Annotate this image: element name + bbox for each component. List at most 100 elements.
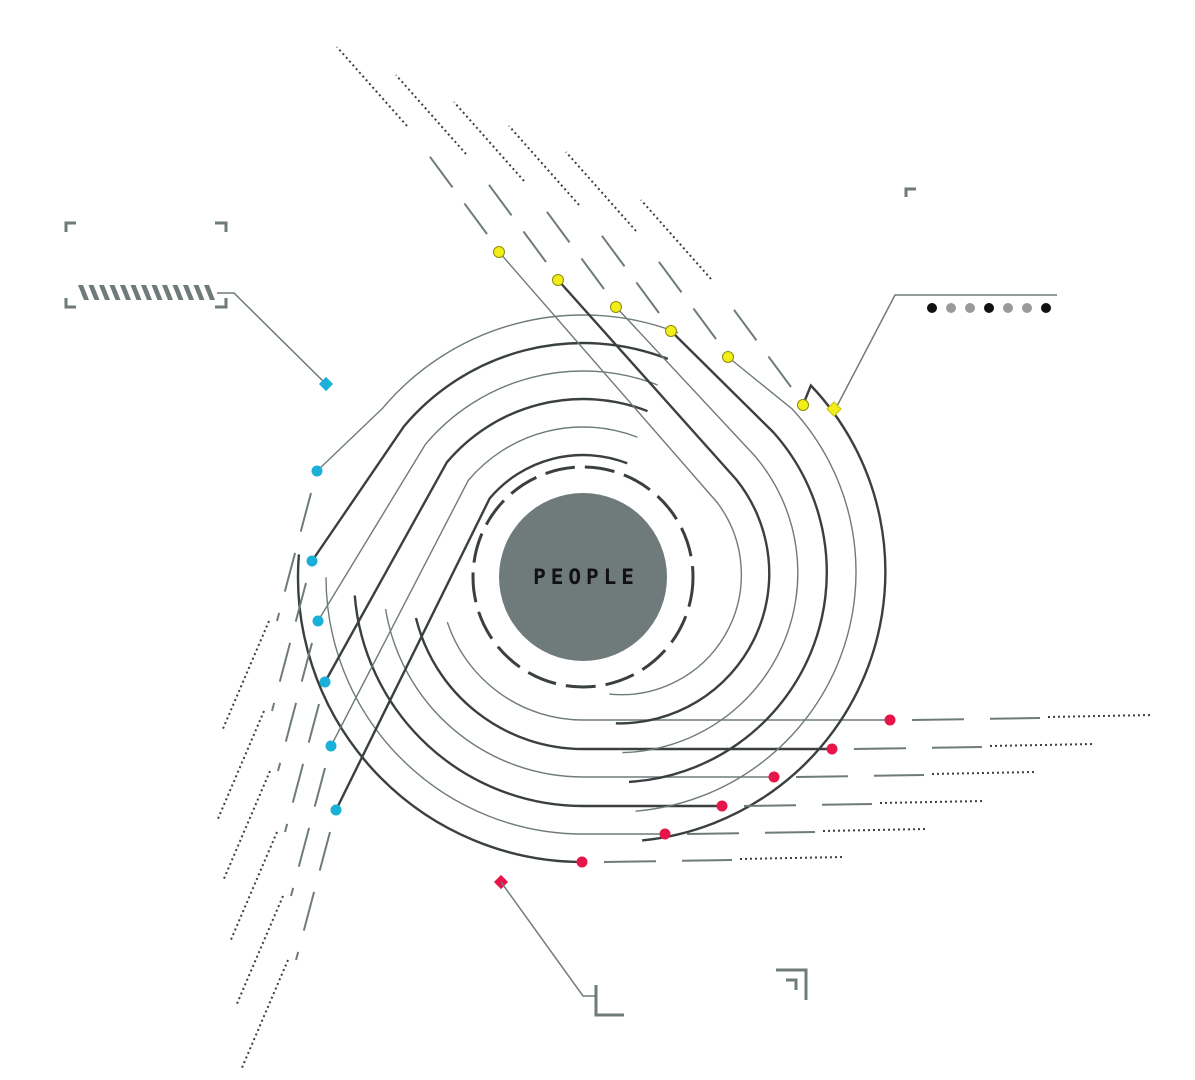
red-track-arc — [296, 554, 584, 864]
striped-bar — [78, 285, 215, 300]
red-node — [768, 771, 780, 783]
red-track-arc — [414, 617, 832, 751]
yellow-track-dash — [535, 196, 605, 290]
stripe — [162, 285, 173, 300]
yellow-track-arc — [615, 306, 799, 754]
yellow-track-dots — [565, 151, 637, 232]
red-marker-widget — [493, 874, 808, 1017]
cyan-track-dots — [240, 959, 289, 1071]
cyan-track-dash — [277, 642, 313, 772]
cyan-node — [330, 804, 342, 816]
red-track-dots — [1047, 714, 1153, 718]
red-leader-line — [500, 881, 596, 997]
cyan-track-dash — [284, 703, 320, 833]
cyan-track-arc — [311, 341, 669, 562]
yellow-track-arc — [557, 279, 771, 725]
status-dot — [965, 303, 975, 313]
red-track-dots — [822, 828, 928, 832]
corner-bracket-tl — [64, 221, 76, 232]
red-track-arc — [446, 621, 890, 721]
red-track-arc — [353, 595, 722, 808]
people-hub — [499, 493, 667, 661]
yellow-track-dots — [453, 101, 525, 182]
corner-bracket-tr — [215, 221, 228, 232]
status-dot — [1003, 303, 1013, 313]
status-dot — [927, 303, 937, 313]
yellow-node — [722, 351, 734, 363]
hub-label: PEOPLE — [533, 565, 639, 589]
cyan-track-arc — [323, 397, 648, 683]
striped-bar-widget — [64, 221, 334, 392]
cyan-track-dots — [221, 620, 270, 732]
corner-bracket-bottom — [594, 985, 624, 1017]
cyan-track-dash — [290, 767, 326, 897]
cyan-diamond-marker — [318, 376, 334, 392]
red-node — [826, 743, 838, 755]
red-track-dots — [879, 800, 985, 804]
yellow-track-dash — [418, 141, 488, 235]
swirl-arcs — [296, 251, 890, 864]
dot-row-widget — [826, 187, 1057, 417]
cyan-track-dash — [295, 831, 331, 961]
stripe — [204, 285, 215, 300]
yellow-node — [797, 399, 809, 411]
corner-bracket-top-right — [904, 187, 916, 197]
corner-bracket-bottom-right-inner — [786, 978, 798, 990]
stripe — [78, 285, 89, 300]
cyan-node — [311, 465, 323, 477]
yellow-node — [493, 246, 505, 258]
yellow-track-dots — [336, 46, 408, 127]
red-track-dash — [743, 803, 873, 807]
yellow-track-arc — [498, 251, 743, 696]
status-dot — [946, 303, 956, 313]
red-track-dash — [686, 831, 816, 835]
stripe — [88, 285, 100, 300]
corner-bracket-br — [215, 298, 228, 309]
red-node — [884, 714, 896, 726]
cyan-node — [312, 615, 324, 627]
yellow-track-arc — [635, 356, 857, 812]
red-track-arc — [384, 608, 774, 778]
status-dot — [1041, 303, 1051, 313]
dot-row — [927, 303, 1051, 313]
stripe — [120, 285, 131, 300]
yellow-track-dots — [640, 199, 712, 280]
cyan-track-dash — [271, 582, 307, 712]
cyan-node — [306, 555, 318, 567]
cyan-track-arc — [317, 370, 658, 622]
cyan-leader-line — [217, 292, 328, 386]
yellow-track-dash — [590, 220, 660, 314]
cyan-node — [319, 676, 331, 688]
yellow-track-dash — [477, 169, 547, 263]
yellow-track-arc — [628, 330, 828, 784]
stripe — [193, 285, 205, 300]
yellow-track-dash — [647, 246, 717, 340]
stripe — [172, 285, 184, 300]
hub-dashed-ring — [471, 465, 695, 689]
cyan-track-dash — [276, 492, 312, 622]
stripe — [99, 285, 110, 300]
yellow-node — [610, 301, 622, 313]
corner-bracket-bottom-right — [776, 968, 808, 1000]
stripe — [109, 285, 121, 300]
red-node — [576, 856, 588, 868]
branch-nodes — [306, 246, 896, 868]
cyan-track-arc — [330, 426, 638, 747]
track-lines — [216, 46, 1153, 1071]
red-track-arc — [325, 577, 665, 835]
cyan-track-arc — [316, 314, 679, 472]
red-track-dash — [911, 717, 1041, 721]
stripe — [151, 285, 163, 300]
red-node — [659, 828, 671, 840]
red-track-dash — [853, 746, 983, 750]
yellow-track-dash — [722, 294, 792, 388]
red-track-dots — [931, 771, 1037, 775]
yellow-node — [552, 274, 564, 286]
red-node — [716, 800, 728, 812]
stripe — [183, 285, 194, 300]
cyan-track-arc — [334, 453, 628, 811]
red-track-dash — [795, 774, 925, 778]
yellow-diamond-marker — [826, 401, 842, 417]
yellow-leader-line — [835, 294, 1057, 409]
